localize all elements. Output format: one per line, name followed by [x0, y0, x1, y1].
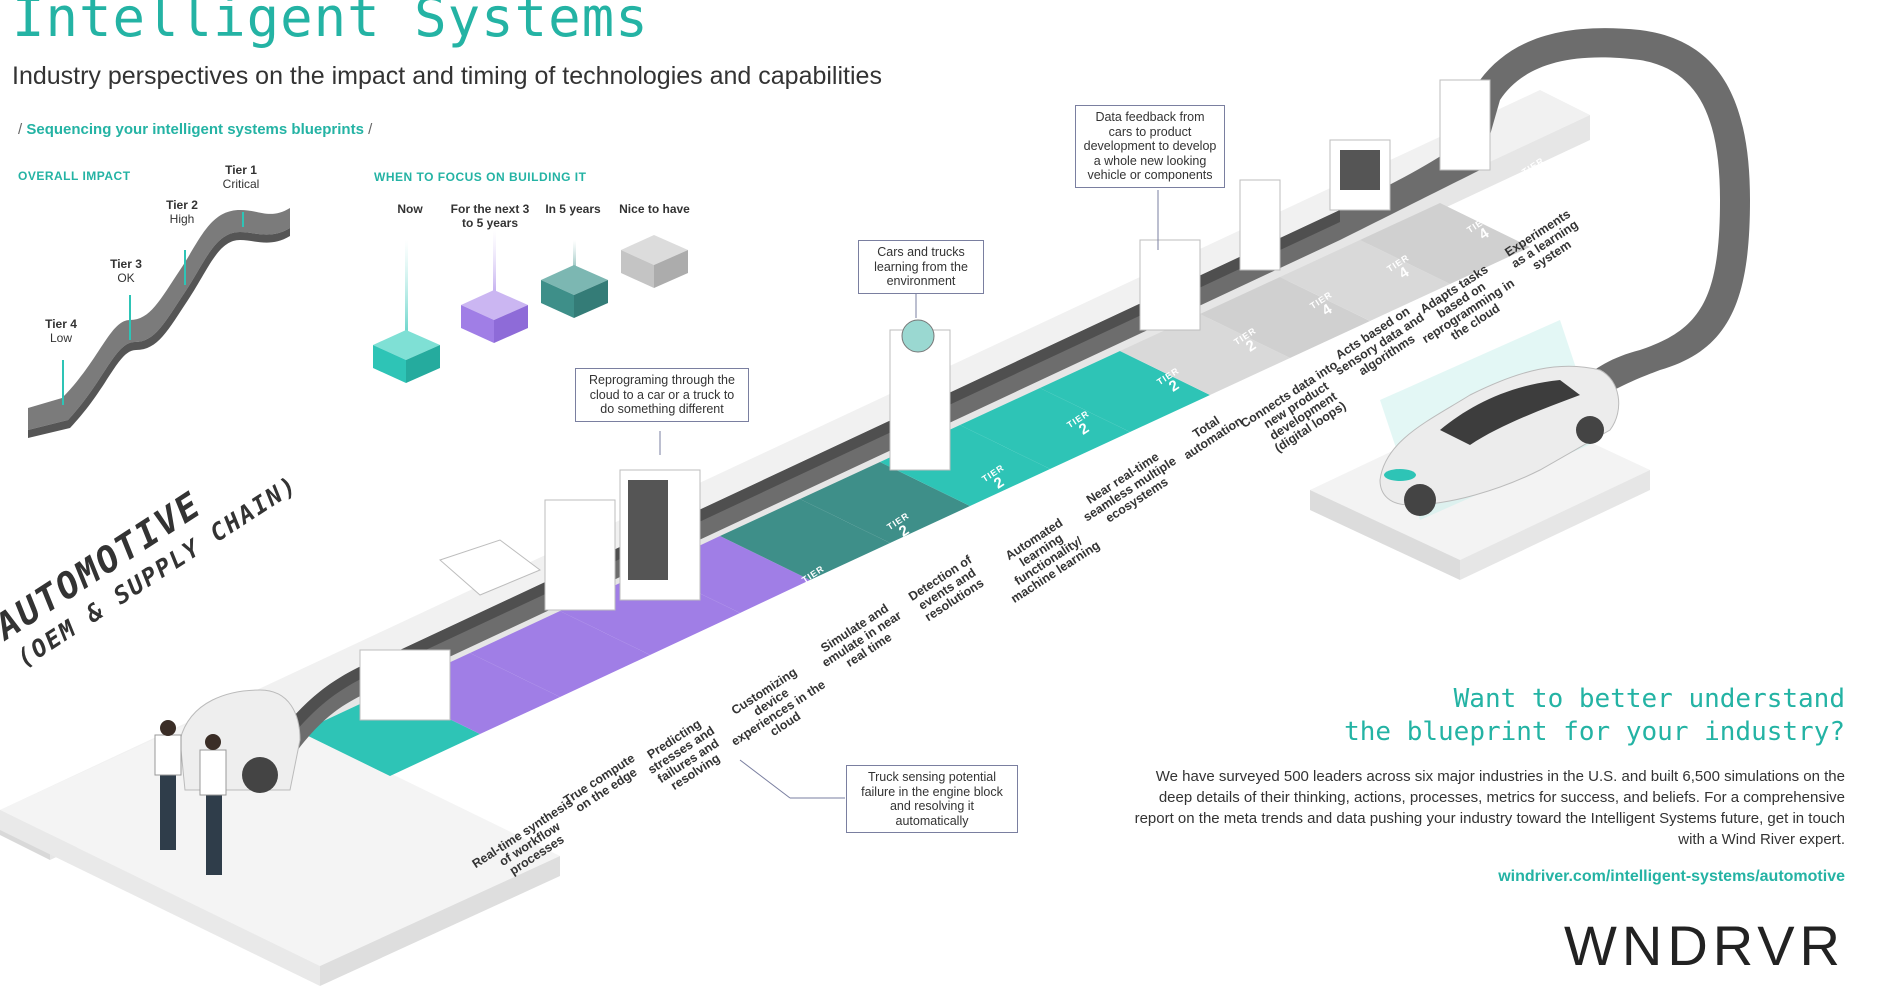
focus-cubes — [373, 230, 688, 383]
focus-now-label: Now — [397, 202, 423, 216]
cta-body: We have surveyed 500 leaders across six … — [1134, 768, 1845, 848]
tier-2-name: Tier 2 — [166, 198, 198, 212]
focus-nice-label: Nice to have — [619, 202, 690, 216]
sequence-text: Sequencing your intelligent systems blue… — [26, 121, 364, 138]
tier-3-name: Tier 3 — [110, 257, 142, 271]
cta-heading-line-2: the blueprint for your industry? — [1344, 717, 1845, 747]
callout-reprogramming: Reprograming through the cloud to a car … — [575, 368, 749, 422]
page-title: Intelligent Systems — [12, 0, 649, 49]
focus-heading: WHEN TO FOCUS ON BUILDING IT — [374, 170, 587, 184]
sequence-heading: / Sequencing your intelligent systems bl… — [18, 121, 372, 138]
impact-ribbon — [28, 208, 290, 438]
callout-feedback: Data feedback from cars to product devel… — [1075, 105, 1225, 188]
tier-4-desc: Low — [49, 331, 72, 345]
cta-heading: Want to better understand the blueprint … — [1344, 683, 1845, 749]
sequence-prefix: / — [18, 121, 23, 138]
cta-heading-line-1: Want to better understand — [1453, 684, 1845, 714]
cta-link[interactable]: windriver.com/intelligent-systems/automo… — [1498, 868, 1845, 885]
focus-next-label: For the next 3 to 5 years — [450, 202, 530, 230]
tier-2-desc: High — [169, 212, 195, 226]
impact-heading: OVERALL IMPACT — [18, 169, 131, 183]
tier-tiles — [300, 203, 1530, 776]
tier-3-desc: OK — [117, 271, 135, 285]
focus-five-years-label: In 5 years — [545, 202, 601, 216]
tier-1-desc: Critical — [222, 177, 260, 191]
tier-4-name: Tier 4 — [45, 317, 77, 331]
sequence-suffix: / — [368, 121, 373, 138]
wndrvr-logo: WNDRVR — [1564, 914, 1845, 977]
callout-learning: Cars and trucks learning from the enviro… — [858, 240, 984, 294]
page-subtitle: Industry perspectives on the impact and … — [12, 62, 882, 90]
callout-sensing: Truck sensing potential failure in the e… — [846, 765, 1018, 833]
tier-1-name: Tier 1 — [225, 163, 257, 177]
